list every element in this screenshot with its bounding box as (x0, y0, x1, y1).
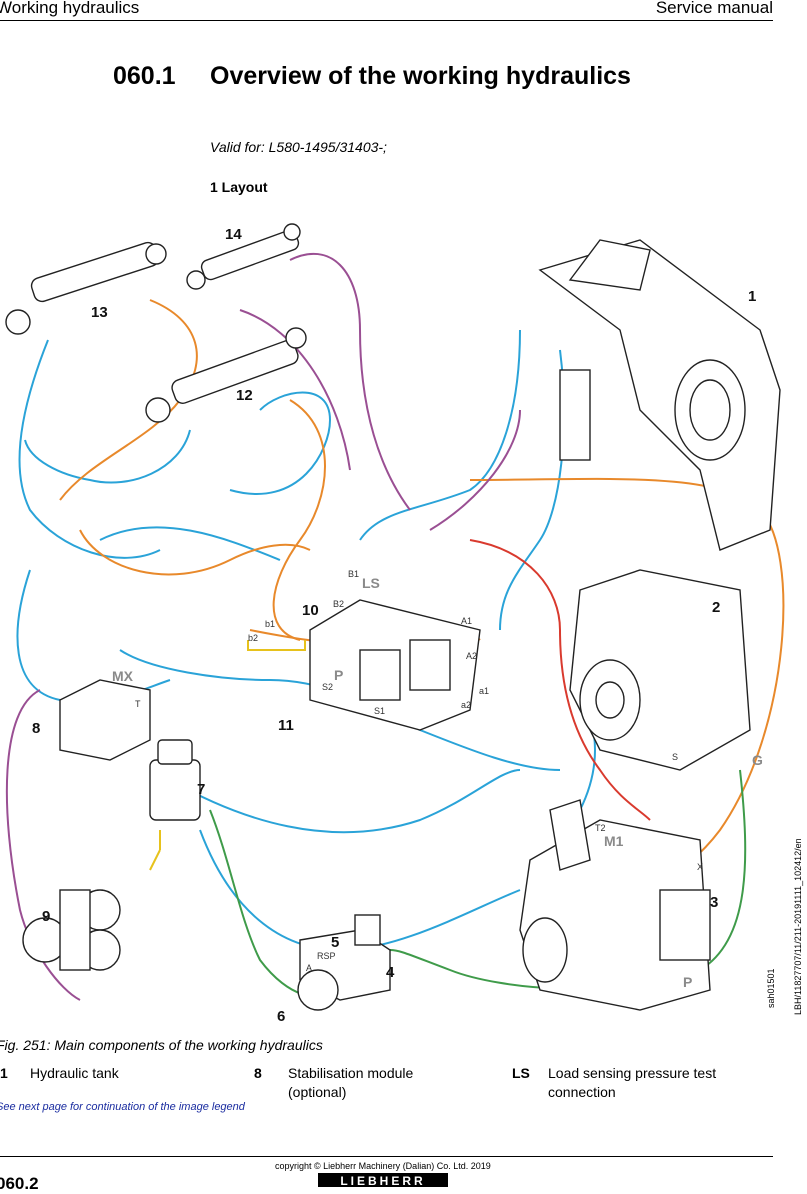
port-s1: S1 (374, 706, 385, 716)
legend-number-ls: LS (512, 1065, 530, 1081)
callout-7: 7 (197, 781, 205, 798)
hydraulic-diagram: 1 2 3 4 5 6 7 8 9 10 11 12 13 14 LS P MX… (5, 223, 785, 1025)
callout-numbers: 1 2 3 4 5 6 7 8 9 10 11 12 13 14 (32, 226, 756, 1025)
pump-3-icon (519, 799, 711, 1011)
port-g: G (752, 752, 763, 768)
legend-number-1: 1 (0, 1065, 8, 1081)
port-x: X (697, 862, 703, 872)
port-mx: MX (112, 668, 134, 684)
validity-note: Valid for: L580-1495/31403-; (210, 139, 387, 155)
hydraulic-tank-icon (538, 239, 781, 551)
port-s2: S2 (322, 682, 333, 692)
port-a1: A1 (461, 616, 472, 626)
legend-number-8: 8 (254, 1065, 262, 1081)
port-labels-large: LS P MX M1 G P (112, 575, 763, 990)
port-p-pump: P (683, 974, 692, 990)
callout-1: 1 (748, 288, 756, 305)
stabilisation-module-icon (59, 679, 151, 761)
drawing-code: sah01501 (766, 968, 776, 1008)
legend-text-1: Hydraulic tank (30, 1065, 119, 1081)
port-a2: A2 (466, 651, 477, 661)
cylinder-12-icon (145, 327, 307, 423)
port-s: S (672, 752, 678, 762)
port-line-a2: a2 (461, 700, 471, 710)
header-rule (0, 20, 773, 21)
callout-10: 10 (302, 602, 319, 619)
valve-block-4-icon (297, 914, 391, 1011)
header-manual-type: Service manual (655, 0, 773, 17)
callout-11: 11 (278, 717, 294, 734)
port-b2: B2 (333, 599, 344, 609)
port-line-b1: b1 (265, 619, 275, 629)
liebherr-logo: LIEBHERR (318, 1173, 448, 1187)
port-labels-small: A1 A2 B1 B2 S1 S2 b1 b2 a1 a2 T T2 S RSP… (135, 569, 703, 973)
pump-2-icon (569, 569, 751, 771)
boom-cylinder-13-icon (5, 241, 167, 335)
legend-text-8: Stabilisation module (optional) (288, 1065, 414, 1100)
port-rsp: RSP (317, 951, 336, 961)
document-side-code: LBH/11827707/11/211-20191111_102412/en (793, 838, 803, 1015)
callout-4: 4 (386, 964, 395, 981)
callout-13: 13 (91, 304, 108, 321)
legend-text-ls: Load sensing pressure test connection (548, 1065, 717, 1100)
components (5, 223, 781, 1011)
port-b1: B1 (348, 569, 359, 579)
port-line-a1: a1 (479, 686, 489, 696)
callout-14: 14 (225, 226, 242, 243)
legend-continuation-note: See next page for continuation of the im… (0, 1101, 245, 1113)
port-line-b2: b2 (248, 633, 258, 643)
accumulator-9-icon (22, 889, 121, 971)
callout-12: 12 (236, 387, 253, 404)
port-a: A (306, 963, 312, 973)
section-heading: 1 Layout (210, 179, 268, 195)
callout-6: 6 (277, 1008, 285, 1025)
callout-5: 5 (331, 934, 339, 951)
pilot-control-unit-icon (149, 739, 201, 821)
cylinder-14-icon (186, 223, 301, 290)
callout-3: 3 (710, 894, 718, 911)
port-t2: T2 (595, 823, 606, 833)
page-number: 060.2 (0, 1174, 39, 1193)
chapter-title: Overview of the working hydraulics (210, 62, 631, 90)
port-t: T (135, 699, 141, 709)
port-m1: M1 (604, 833, 624, 849)
port-p: P (334, 667, 343, 683)
chapter-number: 060.1 (113, 62, 176, 90)
figure-caption: Fig. 251: Main components of the working… (0, 1037, 323, 1053)
header-section-title: Working hydraulics (0, 0, 140, 17)
callout-8: 8 (32, 720, 40, 737)
callout-2: 2 (712, 599, 720, 616)
copyright: copyright © Liebherr Machinery (Dalian) … (275, 1161, 491, 1171)
port-ls: LS (362, 575, 380, 591)
footer-rule (0, 1156, 773, 1157)
control-valve-10-icon (309, 599, 481, 731)
callout-9: 9 (42, 908, 50, 925)
